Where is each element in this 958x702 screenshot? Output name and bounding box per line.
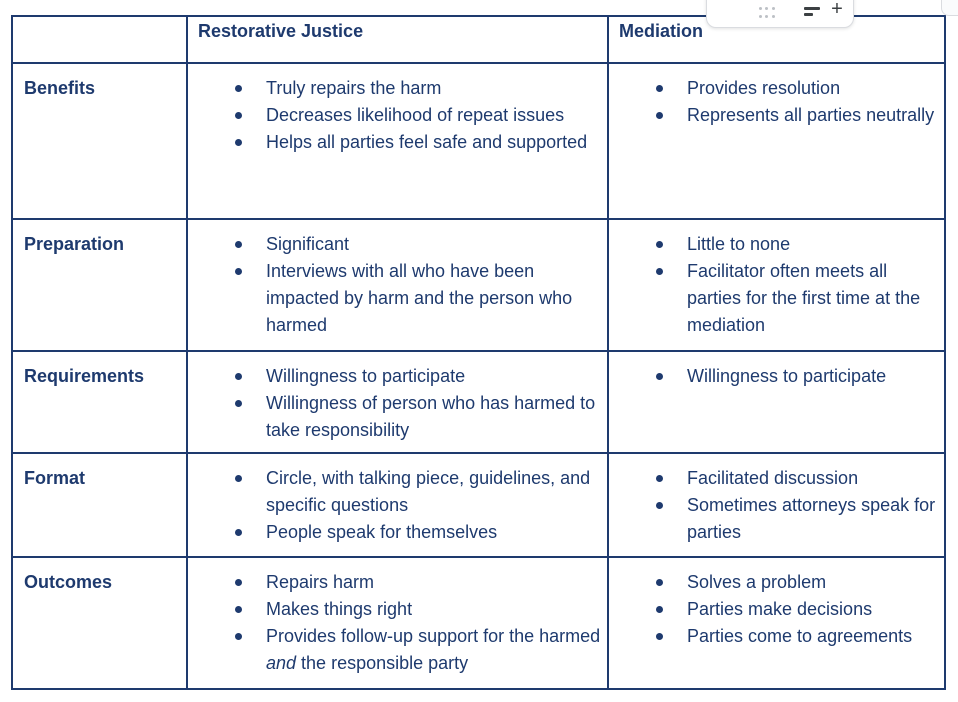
header-cell-empty[interactable] bbox=[11, 15, 188, 64]
list-item: Facilitator often meets all parties for … bbox=[609, 258, 940, 339]
list-item: Interviews with all who have been impact… bbox=[188, 258, 603, 339]
row-label[interactable]: Preparation bbox=[11, 218, 188, 352]
table-floating-toolbar: + bbox=[706, 0, 854, 28]
list-item: Provides follow-up support for the harme… bbox=[188, 623, 603, 677]
list-item: Willingness to participate bbox=[609, 363, 940, 390]
list-item: Solves a problem bbox=[609, 569, 940, 596]
list-item: Parties come to agreements bbox=[609, 623, 940, 650]
list-item: Sometimes attorneys speak for parties bbox=[609, 492, 940, 546]
list-item: Little to none bbox=[609, 231, 940, 258]
drag-handle-icon[interactable] bbox=[757, 4, 777, 20]
row-label[interactable]: Requirements bbox=[11, 350, 188, 454]
table-cell[interactable]: Circle, with talking piece, guidelines, … bbox=[186, 452, 609, 558]
list-item: Helps all parties feel safe and supporte… bbox=[188, 129, 603, 156]
list-item: Circle, with talking piece, guidelines, … bbox=[188, 465, 603, 519]
table-cell[interactable]: Willingness to participate bbox=[607, 350, 946, 454]
toolbar-row: + bbox=[707, 0, 853, 27]
header-cell-restorative-justice[interactable]: Restorative Justice bbox=[186, 15, 609, 64]
list-item: Makes things right bbox=[188, 596, 603, 623]
bullet-list: Willingness to participate bbox=[609, 363, 940, 390]
list-item: Represents all parties neutrally bbox=[609, 102, 940, 129]
list-item: Facilitated discussion bbox=[609, 465, 940, 492]
list-item: Provides resolution bbox=[609, 75, 940, 102]
list-item: Repairs harm bbox=[188, 569, 603, 596]
sort-icon[interactable] bbox=[804, 4, 822, 20]
row-label[interactable]: Outcomes bbox=[11, 556, 188, 690]
list-item: Decreases likelihood of repeat issues bbox=[188, 102, 603, 129]
list-item: Willingness of person who has harmed to … bbox=[188, 390, 603, 444]
row-label[interactable]: Benefits bbox=[11, 62, 188, 220]
list-item: Truly repairs the harm bbox=[188, 75, 603, 102]
list-item: People speak for themselves bbox=[188, 519, 603, 546]
row-label[interactable]: Format bbox=[11, 452, 188, 558]
list-item: Significant bbox=[188, 231, 603, 258]
list-item: Parties make decisions bbox=[609, 596, 940, 623]
add-button[interactable]: + bbox=[831, 0, 843, 20]
bullet-list: Circle, with talking piece, guidelines, … bbox=[188, 465, 603, 546]
floating-widget-partial[interactable] bbox=[941, 0, 958, 16]
list-item: Willingness to participate bbox=[188, 363, 603, 390]
